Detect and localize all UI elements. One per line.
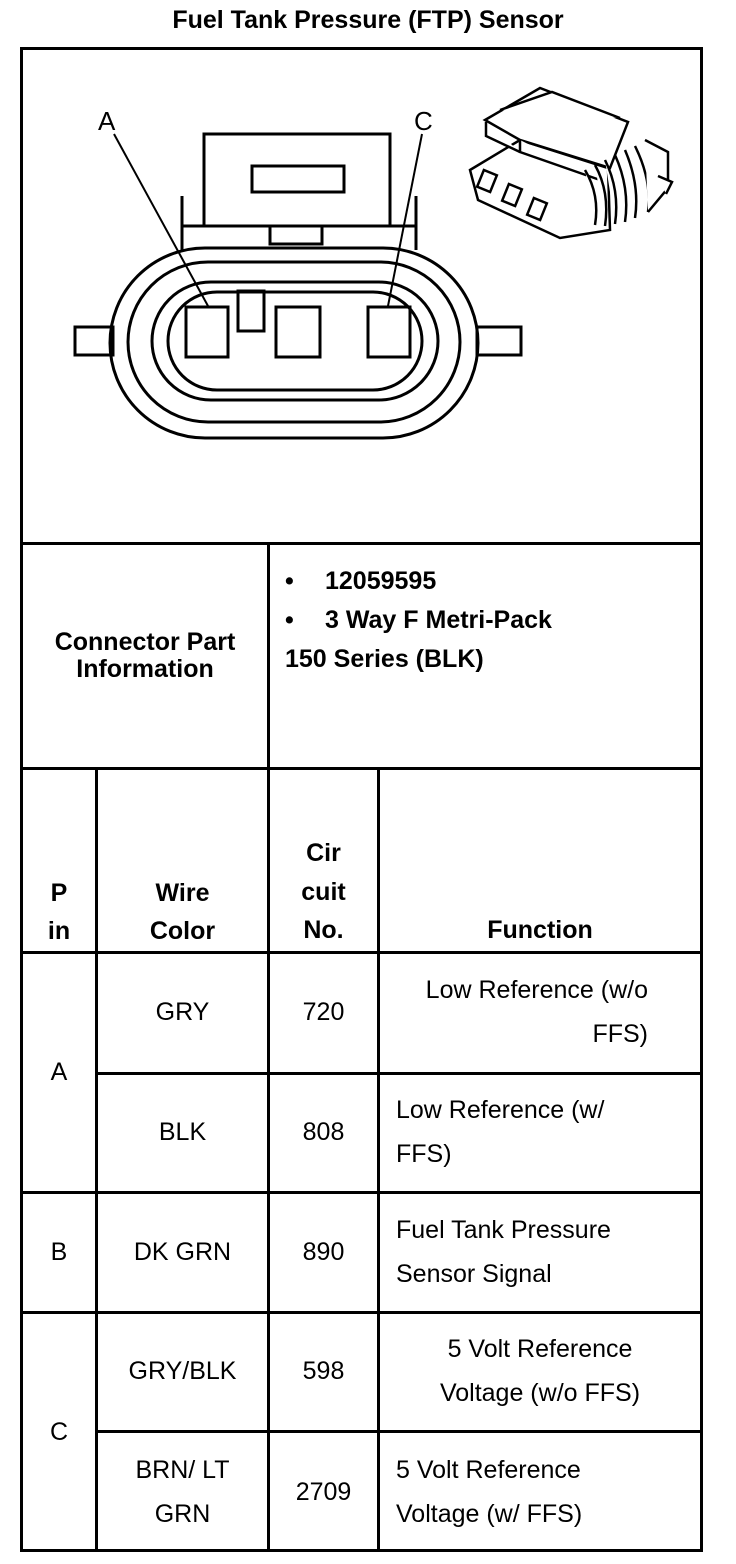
connector-info-list: •12059595 •3 Way F Metri-Pack 150 Series… [285, 562, 552, 678]
connector-3d-view [468, 86, 674, 240]
connector-diagram: A C [73, 86, 674, 440]
pin-cell-c: C [49, 1418, 69, 1447]
connector-lock-sides [180, 226, 418, 250]
terminal-c [366, 305, 412, 359]
terminal-a [184, 305, 230, 359]
circuit-cell: 720 [302, 998, 345, 1027]
wire-color-cell: GRY/BLK [128, 1357, 237, 1386]
connector-table-frame [20, 47, 703, 1552]
divider-row-a2 [20, 1191, 703, 1194]
connector-lock-base [180, 196, 418, 228]
connector-shell-ring [126, 260, 462, 424]
header-function: Function [487, 915, 593, 944]
function-cell: Low Reference (w/ FFS) [396, 1096, 605, 1168]
connector-right-tab [475, 325, 523, 357]
divider-color-col [267, 767, 270, 1552]
connector-info-item: •12059595 [285, 567, 437, 595]
function-cell: 5 Volt Reference Voltage (w/o FFS) [439, 1335, 641, 1407]
terminal-key [236, 289, 266, 333]
connector-lock-window [250, 164, 346, 194]
divider-circuit-col [377, 767, 380, 1552]
wire-color-cell: BRN/ LT GRN [135, 1455, 230, 1528]
divider-connector-info [20, 767, 703, 770]
connector-lock-housing [202, 132, 392, 228]
divider-row-c1 [95, 1430, 703, 1433]
leader-line-c [387, 133, 423, 307]
divider-header [20, 951, 703, 954]
terminal-b [274, 305, 322, 359]
pin-cell-a: A [50, 1057, 68, 1086]
pin-label-c: C [414, 106, 433, 136]
wire-color-cell: GRY [155, 998, 210, 1027]
leader-line-a [113, 133, 209, 307]
pin-cell-b: B [50, 1237, 68, 1266]
circuit-cell: 808 [302, 1118, 345, 1147]
function-cell: Fuel Tank Pressure Sensor Signal [396, 1215, 611, 1288]
connector-info-label: Connector Part Information [54, 627, 236, 683]
connector-info-continuation: 150 Series (BLK) [285, 644, 484, 673]
wire-color-cell: DK GRN [133, 1237, 232, 1266]
divider-pin-col [95, 767, 98, 1552]
header-wire-color: Wire Color [149, 879, 216, 945]
connector-inner-cavity [150, 280, 440, 402]
header-pin: P in [47, 879, 71, 945]
circuit-cell: 890 [302, 1237, 345, 1266]
divider-diagram [20, 542, 703, 545]
header-circuit-no: Cir cuit No. [301, 838, 346, 945]
pin-label-a: A [98, 106, 116, 136]
circuit-cell: 598 [302, 1357, 345, 1386]
wire-color-cell: BLK [158, 1118, 207, 1147]
circuit-cell: 2709 [295, 1477, 352, 1506]
page-title: Fuel Tank Pressure (FTP) Sensor [172, 6, 564, 34]
connector-terminal-face [166, 290, 424, 392]
divider-row-b [20, 1311, 703, 1314]
connector-left-tab [73, 325, 115, 357]
connector-lock-latch [268, 224, 324, 246]
divider-row-a1 [95, 1072, 703, 1075]
divider-info-col [267, 542, 270, 770]
connector-info-item: •3 Way F Metri-Pack [285, 605, 552, 634]
function-cell: Low Reference (w/o FFS) [425, 976, 648, 1048]
function-cell: 5 Volt Reference Voltage (w/ FFS) [396, 1455, 583, 1528]
